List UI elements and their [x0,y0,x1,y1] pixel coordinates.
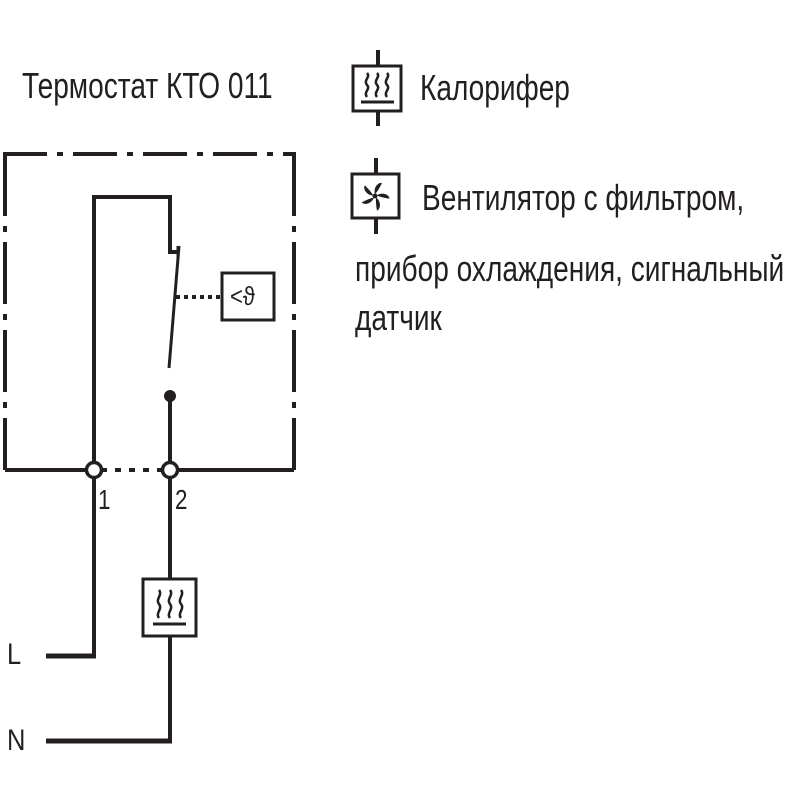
internal-wire-terminal-1 [92,195,178,463]
legend-heater-label: Калорифер [420,67,570,108]
line-L-label: L [7,638,22,671]
terminal-1 [84,460,104,480]
terminal-2-label: 2 [175,484,188,515]
thermostat-housing [3,152,296,470]
legend-fan-label-line-2: прибор охлаждения, сигнальный [355,248,785,289]
terminal-2 [160,460,180,480]
temperature-sensor-box [220,271,276,322]
heater-icon [141,577,198,638]
neutral-N-label: N [7,724,26,757]
thermostat-title: Термостат КТО 011 [22,65,273,106]
legend-fan-label-line-3: датчик [355,297,442,338]
legend-heater-icon [351,50,403,126]
sensor-symbol: <ϑ [230,281,255,311]
switch-blade [167,245,181,369]
terminal-1-label: 1 [98,484,111,515]
switch-pivot [164,390,176,402]
legend-fan-label-line-1: Вентилятор с фильтром, [422,177,745,218]
legend-fan-icon [350,158,401,234]
